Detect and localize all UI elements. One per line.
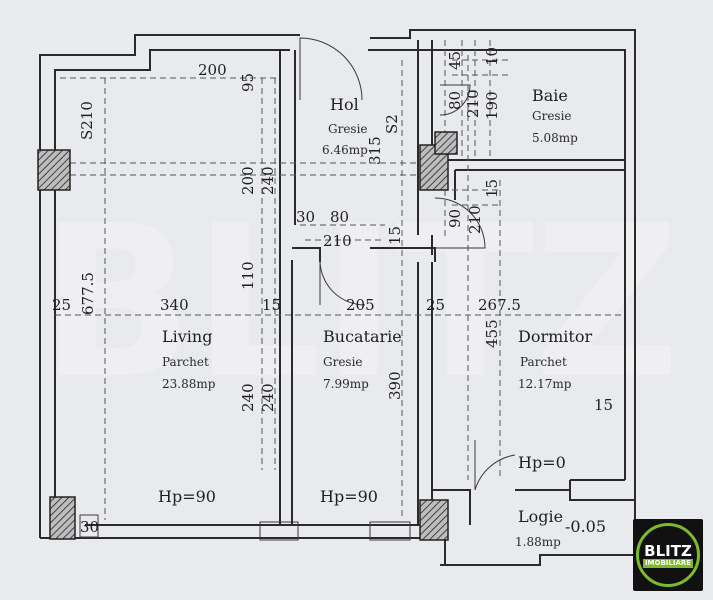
- dim-455: 455: [483, 319, 501, 348]
- room-floor-living: Parchet: [162, 355, 209, 369]
- dim-390: 390: [386, 371, 404, 400]
- room-name-hol: Hol: [330, 95, 359, 114]
- room-name-baie: Baie: [532, 86, 568, 105]
- room-height-bucatarie: Hp=90: [320, 487, 378, 506]
- room-area-baie: 5.08mp: [532, 131, 578, 145]
- dim-80: 80: [330, 208, 349, 226]
- room-name-dormitor: Dormitor: [518, 327, 592, 346]
- logo-subtitle: IMOBILIARE: [642, 558, 694, 568]
- room-floor-hol: Gresie: [328, 122, 368, 136]
- dim-15-vertical: 15: [386, 226, 404, 245]
- dim-677-5: 677.5: [79, 272, 97, 315]
- dim-210-vertical: 210: [466, 205, 484, 234]
- exterior-walls: [39, 29, 636, 566]
- dim-30-bottom: 30: [80, 518, 99, 536]
- dim-95: 95: [239, 73, 257, 92]
- dim-200-top: 200: [198, 61, 227, 79]
- room-labels: Hol Gresie 6.46mp Baie Gresie 5.08mp Liv…: [158, 86, 606, 549]
- dim-190: 190: [483, 91, 501, 120]
- dimension-labels: 200 95 S210 S2 315 200 240 30 80 210 15 …: [52, 47, 613, 536]
- blitz-logo: BLITZ IMOBILIARE: [633, 519, 703, 591]
- room-floor-baie: Gresie: [532, 109, 572, 123]
- dim-15-small: 15: [483, 179, 501, 198]
- dim-200-vertical: 200: [239, 166, 257, 195]
- dim-30: 30: [296, 208, 315, 226]
- dim-240-a: 240: [239, 383, 257, 412]
- dim-90: 90: [446, 209, 464, 228]
- dim-240-b: 240: [259, 383, 277, 412]
- room-area-living: 23.88mp: [162, 377, 216, 391]
- dim-210-horizontal: 210: [323, 232, 352, 250]
- room-area-dormitor: 12.17mp: [518, 377, 572, 391]
- room-floor-bucatarie: Gresie: [323, 355, 363, 369]
- watermark-text: BLITZ: [40, 180, 680, 425]
- dim-10: 10: [483, 47, 501, 66]
- dim-25-left: 25: [52, 296, 71, 314]
- dim-s2: S2: [383, 114, 401, 134]
- dimension-guides: [55, 40, 625, 520]
- dim-267-5: 267.5: [478, 296, 521, 314]
- dim-45: 45: [446, 51, 464, 70]
- room-name-bucatarie: Bucatarie: [323, 327, 402, 346]
- room-area-logie: 1.88mp: [515, 535, 561, 549]
- dim-80-vertical: 80: [446, 91, 464, 110]
- level-logie: -0.05: [565, 517, 606, 536]
- room-area-hol: 6.46mp: [322, 143, 368, 157]
- dim-340: 340: [160, 296, 189, 314]
- dim-315: 315: [366, 136, 384, 165]
- dim-240-vertical: 240: [259, 166, 277, 195]
- dim-25-middle: 25: [426, 296, 445, 314]
- logo-brand: BLITZ: [644, 541, 692, 560]
- room-area-bucatarie: 7.99mp: [323, 377, 369, 391]
- dim-s210: S210: [78, 101, 96, 140]
- dim-110: 110: [239, 261, 257, 290]
- room-name-logie: Logie: [518, 507, 563, 526]
- structural-columns: [37, 131, 458, 541]
- dim-15-middle: 15: [262, 296, 281, 314]
- interior-walls: [279, 40, 625, 566]
- logo-ring: BLITZ IMOBILIARE: [636, 523, 700, 587]
- room-height-dormitor: Hp=0: [518, 453, 566, 472]
- dim-15-right: 15: [594, 396, 613, 414]
- doors: [299, 37, 516, 491]
- room-height-living: Hp=90: [158, 487, 216, 506]
- dim-205: 205: [346, 296, 375, 314]
- room-name-living: Living: [162, 327, 212, 346]
- room-floor-dormitor: Parchet: [520, 355, 567, 369]
- dim-210-baie: 210: [464, 89, 482, 118]
